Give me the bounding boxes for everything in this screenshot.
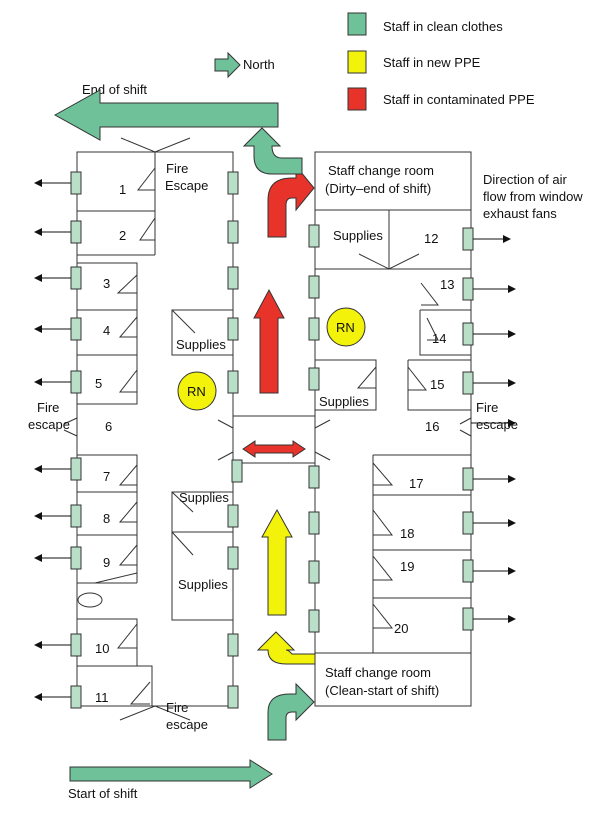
supplies-label-left-2: Supplies — [179, 490, 229, 505]
new-ppe-up-arrow — [261, 508, 293, 616]
left-door-swings — [116, 167, 196, 705]
room-number: 7 — [103, 469, 110, 484]
room-number: 10 — [95, 641, 109, 656]
room-number: 14 — [432, 331, 446, 346]
room-numbers: 1 2 3 4 5 6 7 8 9 10 11 12 13 14 15 16 1… — [95, 182, 454, 705]
room-number: 9 — [103, 555, 110, 570]
legend-swatch-new-ppe — [347, 50, 367, 74]
room-number: 3 — [103, 276, 110, 291]
air-flow-line3: exhaust fans — [483, 206, 557, 221]
room-number: 12 — [424, 231, 438, 246]
fire-escape-top-line2: Escape — [165, 178, 208, 193]
legend-swatch-clean — [347, 12, 367, 36]
rn-circle-left — [177, 371, 217, 411]
supplies-label-left-1: Supplies — [176, 337, 226, 352]
room-number: 13 — [440, 277, 454, 292]
supplies-label-right-2: Supplies — [319, 394, 369, 409]
fire-escape-left-line2: escape — [28, 417, 70, 432]
legend-swatch-contaminated — [347, 87, 367, 111]
room-number: 11 — [95, 690, 109, 705]
legend-label-clean: Staff in clean clothes — [383, 19, 503, 34]
room-number: 16 — [425, 419, 439, 434]
air-flow-line1: Direction of air — [483, 172, 567, 187]
end-of-shift-arrow — [53, 89, 279, 141]
fire-escape-right-line2: escape — [476, 417, 518, 432]
room-number: 5 — [95, 376, 102, 391]
room-number: 4 — [103, 323, 110, 338]
right-windows — [462, 227, 516, 631]
room-number: 6 — [105, 419, 112, 434]
rn-label-right: RN — [336, 320, 355, 335]
new-ppe-curve-arrow — [256, 631, 316, 665]
fire-escape-left-line1: Fire — [37, 400, 59, 415]
rn-circle-right — [326, 307, 366, 347]
change-room-clean-box — [314, 652, 472, 707]
legend: Staff in clean clothes Staff in new PPE … — [347, 12, 535, 111]
left-wing — [63, 137, 234, 721]
change-room-clean-line2: (Clean-start of shift) — [325, 683, 439, 698]
room-number: 15 — [430, 377, 444, 392]
fire-escape-top-line1: Fire — [166, 161, 188, 176]
room-number: 8 — [103, 511, 110, 526]
supplies-label-right-1: Supplies — [333, 228, 383, 243]
room-number: 2 — [119, 228, 126, 243]
north-label: North — [243, 57, 275, 72]
fire-escape-bottom-line1: Fire — [166, 700, 188, 715]
start-of-shift-label: Start of shift — [68, 786, 138, 801]
legend-label-new-ppe: Staff in new PPE — [383, 55, 481, 70]
room-number: 18 — [400, 526, 414, 541]
corridor-windows — [227, 171, 320, 709]
right-wing — [314, 151, 472, 707]
air-flow-line2: flow from window — [483, 189, 583, 204]
left-windows — [34, 171, 82, 709]
room-number: 20 — [394, 621, 408, 636]
start-of-shift-arrow — [69, 759, 273, 789]
legend-label-contaminated: Staff in contaminated PPE — [383, 92, 535, 107]
supplies-label-left-3: Supplies — [178, 577, 228, 592]
change-room-dirty-line1: Staff change room — [328, 163, 434, 178]
right-door-swings — [356, 282, 440, 629]
change-room-dirty-line2: (Dirty–end of shift) — [325, 181, 431, 196]
fire-escape-right-line1: Fire — [476, 400, 498, 415]
rn-label-left: RN — [187, 384, 206, 399]
change-room-clean-line1: Staff change room — [325, 665, 431, 680]
north-arrow — [214, 51, 241, 79]
room-number: 17 — [409, 476, 423, 491]
north-indicator: North — [214, 51, 275, 79]
room-number: 1 — [119, 182, 126, 197]
connector-corridor — [217, 415, 331, 464]
room-number: 19 — [400, 559, 414, 574]
contaminated-up-arrow — [253, 288, 285, 394]
connector-bidirectional-arrow — [242, 440, 306, 458]
fire-escape-bottom-line2: escape — [166, 717, 208, 732]
contaminated-curve-arrow — [267, 164, 315, 238]
clean-exit-curve-arrow — [242, 127, 303, 175]
clean-entry-curve-arrow — [267, 682, 315, 741]
